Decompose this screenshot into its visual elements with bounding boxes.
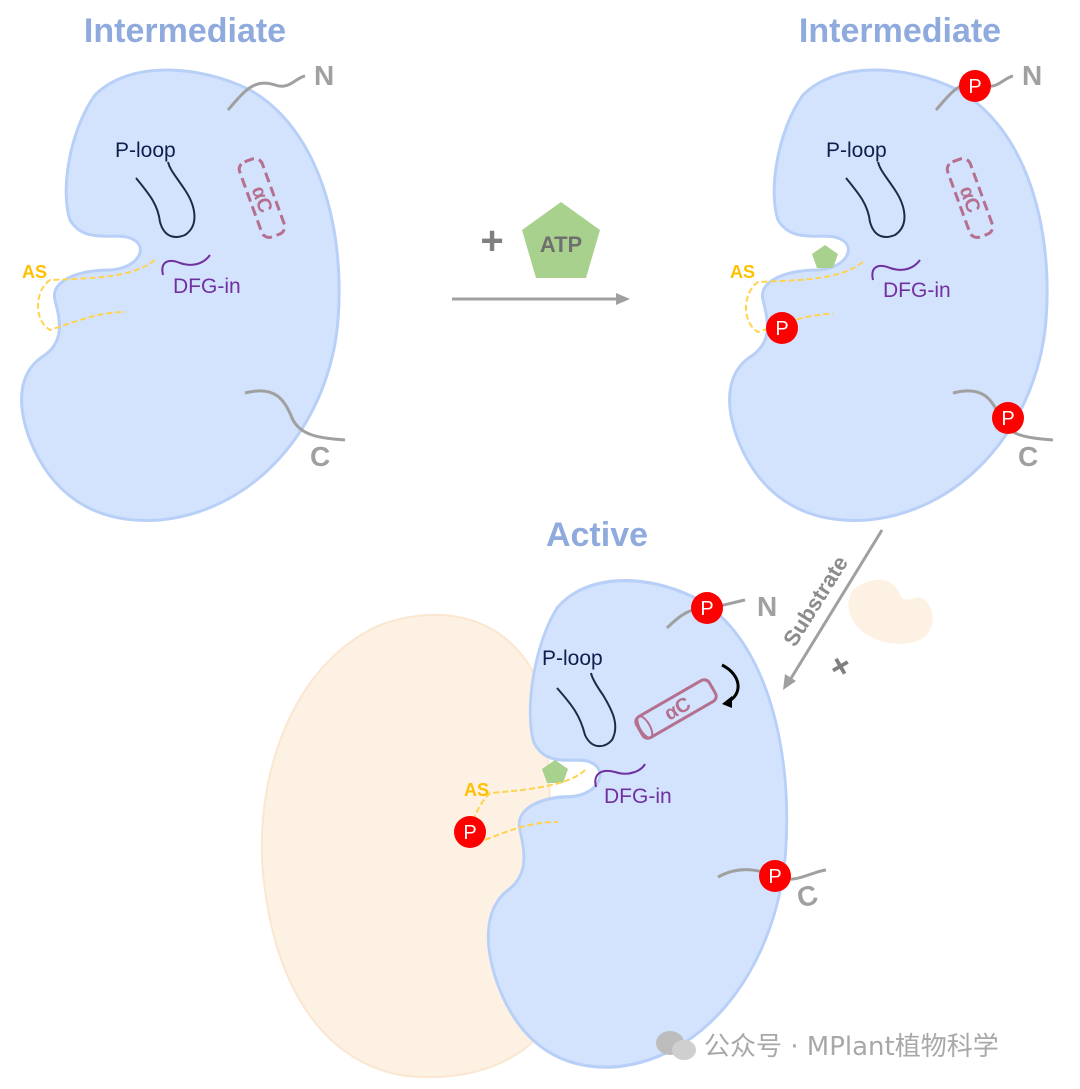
svg-text:P: P [775, 318, 788, 340]
plus-sign: + [822, 645, 858, 688]
arrow-line [788, 529, 884, 681]
n-label: N [757, 591, 777, 622]
ploop-label: P-loop [542, 647, 603, 670]
watermark: 公众号 · MPlant植物科学 [656, 1031, 999, 1062]
as-label: AS [464, 780, 489, 800]
phospho-as: P [454, 816, 486, 848]
plus-sign: + [480, 219, 503, 263]
n-label: N [314, 60, 334, 91]
atp-pentagon [542, 760, 568, 783]
c-label: C [1018, 441, 1038, 472]
svg-text:P: P [700, 598, 713, 620]
svg-text:P: P [768, 866, 781, 888]
ploop [135, 161, 196, 238]
substrate-icon [848, 579, 933, 644]
c-label: C [794, 879, 822, 914]
atp-step: + ATP [452, 202, 630, 305]
ploop-label: P-loop [826, 139, 887, 162]
arrow-head [783, 674, 796, 690]
dfg-label: DFG-in [173, 275, 241, 298]
atp-label: ATP [540, 232, 582, 257]
arrow-head [616, 293, 630, 305]
ploop-label: P-loop [115, 139, 176, 162]
activation-segment [37, 259, 156, 332]
substrate-protein [260, 613, 562, 1079]
dfg-label: DFG-in [883, 279, 951, 302]
dfg-label: DFG-in [604, 785, 672, 808]
panel-intermediate-2: Intermediate N C P-loop αC DFG-in AS P P… [728, 12, 1054, 522]
c-terminus-tail [244, 389, 346, 442]
n-terminus-tail [226, 74, 306, 111]
as-label: AS [22, 262, 47, 282]
phospho-c: P [992, 402, 1024, 434]
n-label: N [1022, 60, 1042, 91]
svg-text:P: P [463, 822, 476, 844]
panel-active: Active N C P-loop αC DFG-in AS P P P [260, 516, 827, 1079]
svg-text:P: P [1001, 408, 1014, 430]
phospho-n: P [959, 70, 991, 102]
svg-text:P: P [968, 76, 981, 98]
phospho-as: P [766, 312, 798, 344]
as-label: AS [730, 262, 755, 282]
panel-title: Active [546, 516, 648, 554]
panel-intermediate-1: Intermediate N C P-loop αC DFG-in AS [20, 12, 346, 522]
watermark-text: 公众号 · MPlant植物科学 [704, 1032, 999, 1062]
c-label: C [310, 441, 330, 472]
phospho-c: P [759, 860, 791, 892]
panel-title: Intermediate [799, 12, 1001, 50]
atp-pentagon [812, 245, 838, 268]
phospho-n: P [691, 592, 723, 624]
substrate-step: Substrate + [778, 529, 933, 690]
atp-pentagon [522, 202, 600, 278]
panel-title: Intermediate [84, 12, 286, 50]
dfg-motif [161, 254, 211, 276]
